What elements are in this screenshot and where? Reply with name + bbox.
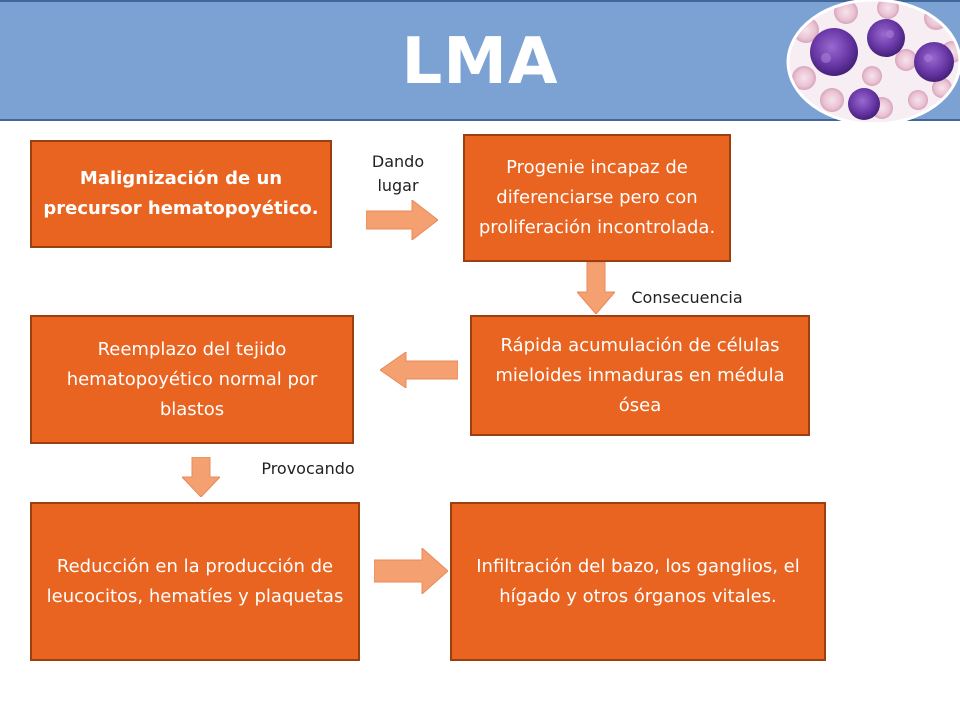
arrow-down-1-icon xyxy=(577,262,615,314)
blood-cells-micrograph-icon xyxy=(786,0,960,122)
box-progenie-text: Progenie incapaz de diferenciarse pero c… xyxy=(478,157,716,238)
box-acumulacion-text: Rápida acumulación de células mieloides … xyxy=(495,334,785,416)
arrow-right-1-icon xyxy=(366,200,438,240)
box-acumulacion: Rápida acumulación de células mieloides … xyxy=(470,315,810,436)
box-progenie: Progenie incapaz de diferenciarse pero c… xyxy=(463,134,731,262)
box-malignizacion-text: Malignización de un precursor hematopoyé… xyxy=(43,168,319,219)
arrow-left-icon xyxy=(380,352,458,388)
slide-title: LMA xyxy=(401,25,559,99)
arrow-right-2-icon xyxy=(374,548,448,594)
label-provocando: Provocando xyxy=(261,459,355,478)
box-reduccion-text: Reducción en la producción de leucocitos… xyxy=(46,555,344,607)
box-infiltracion-text: Infiltración del bazo, los ganglios, el … xyxy=(476,555,800,607)
box-reemplazo: Reemplazo del tejido hematopoyético norm… xyxy=(30,315,354,444)
box-malignizacion: Malignización de un precursor hematopoyé… xyxy=(30,140,332,248)
box-reemplazo-text: Reemplazo del tejido hematopoyético norm… xyxy=(66,338,318,420)
label-consecuencia: Consecuencia xyxy=(631,288,743,307)
box-infiltracion: Infiltración del bazo, los ganglios, el … xyxy=(450,502,826,661)
label-dando-lugar: Dando lugar xyxy=(371,152,425,195)
arrow-down-2-icon xyxy=(182,457,220,497)
box-reduccion: Reducción en la producción de leucocitos… xyxy=(30,502,360,661)
